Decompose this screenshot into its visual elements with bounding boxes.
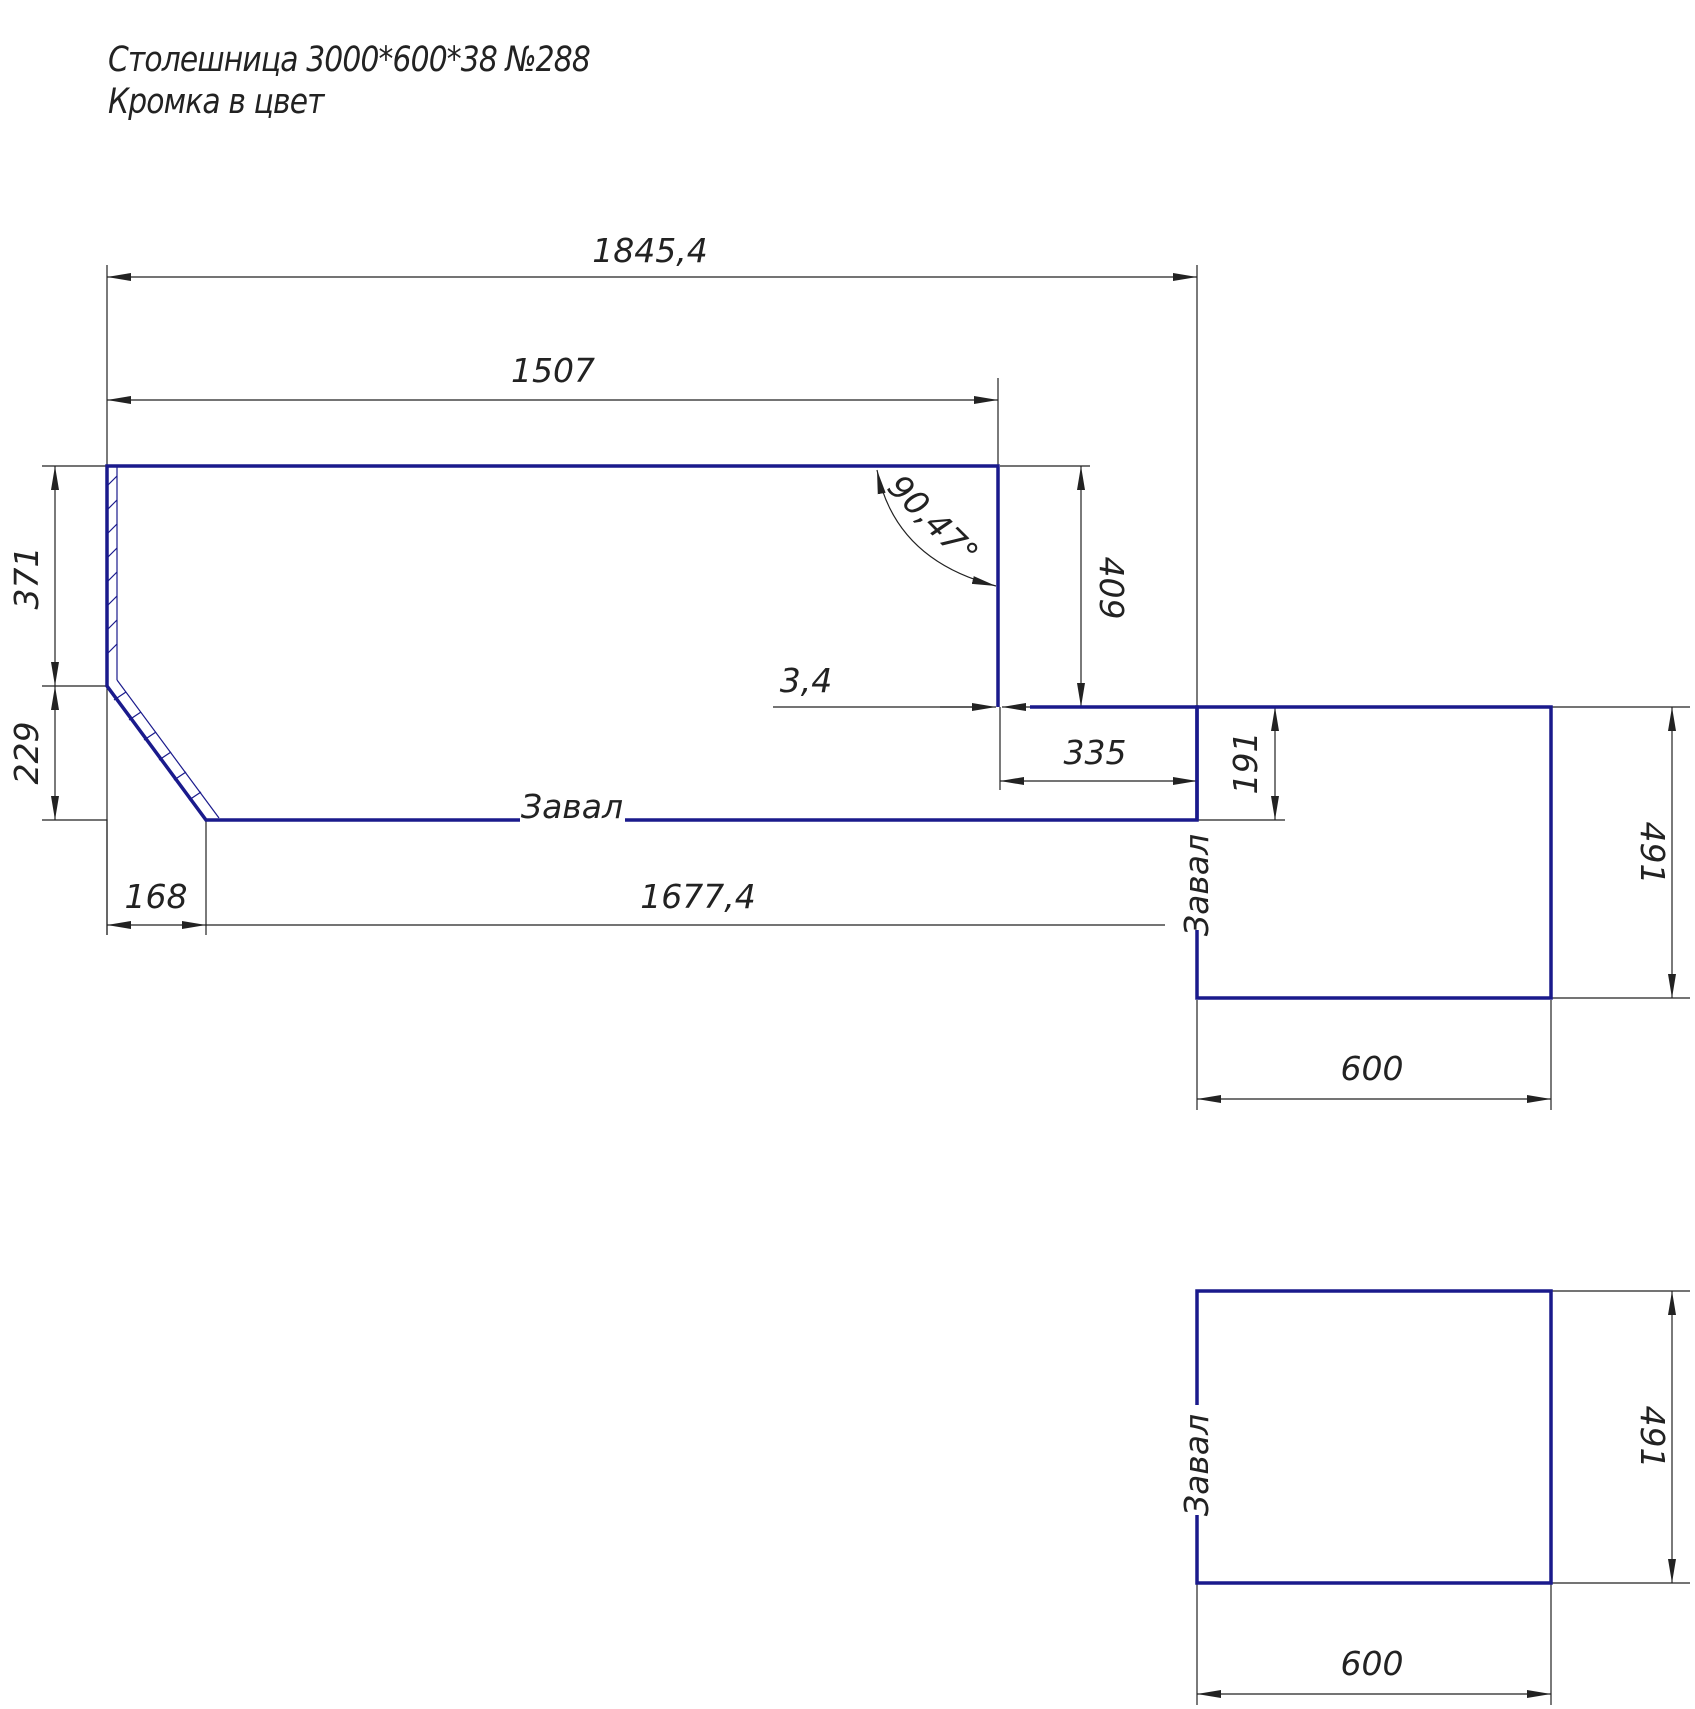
dim-part3-width: 600	[1341, 1644, 1404, 1683]
drawing-subtitle: Кромка в цвет	[108, 82, 325, 122]
dim-left-lower: 229	[7, 722, 46, 785]
dimension-arrows	[51, 273, 1676, 1698]
part-1-outline	[105, 464, 1199, 822]
drawing-title: Столешница 3000*600*38 №288	[108, 40, 591, 80]
dimension-lines	[42, 265, 1690, 1705]
dim-part2-width: 600	[1341, 1049, 1404, 1088]
zaval-labels: Завал Завал Завал	[521, 787, 1216, 1516]
zaval-label-part3: Завал	[1177, 1414, 1216, 1516]
dim-step-width: 335	[1064, 733, 1127, 772]
dim-bottom-width: 1677,4	[640, 877, 755, 916]
dimension-labels: 1845,4 1507 371 229 409 90,47° 3,4 335 1…	[7, 231, 1672, 1683]
dim-step-height: 409	[1092, 557, 1131, 620]
dim-left-upper: 371	[7, 547, 46, 610]
dim-bevel-width: 168	[125, 877, 188, 916]
part-3-outline	[1195, 1289, 1553, 1585]
zaval-label-part2: Завал	[1177, 834, 1216, 936]
dim-top-width: 1507	[511, 351, 595, 390]
dim-small-height: 191	[1226, 732, 1265, 795]
part-2-outline	[1195, 705, 1553, 1000]
dim-part3-height: 491	[1633, 1406, 1672, 1469]
dim-overall-width: 1845,4	[592, 231, 707, 270]
edge-hatching	[106, 466, 220, 819]
dim-offset: 3,4	[780, 661, 832, 700]
dim-part2-height: 491	[1633, 822, 1672, 885]
zaval-label-bottom: Завал	[521, 787, 623, 826]
